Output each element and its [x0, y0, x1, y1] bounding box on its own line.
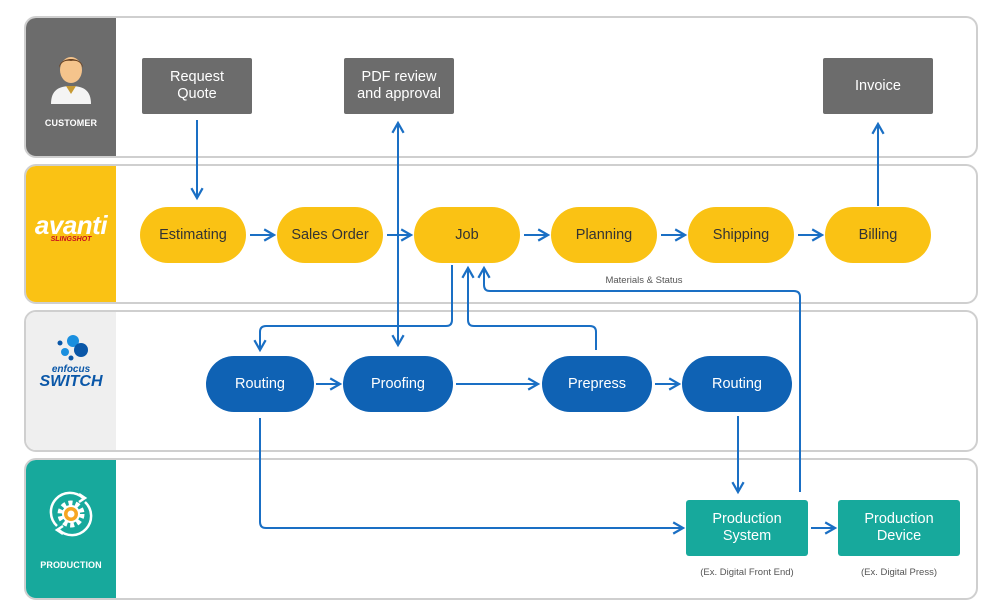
shipping-node: Shipping: [688, 207, 794, 263]
lane-switch: enfocus SWITCH: [24, 310, 978, 452]
production-system-example: (Ex. Digital Front End): [700, 567, 794, 578]
lane-avanti-sidebar: avanti SLINGSHOT: [26, 166, 116, 302]
avanti-logo-subtext: SLINGSHOT: [50, 236, 92, 243]
switch-logo-text: SWITCH: [39, 373, 103, 390]
lane-switch-sidebar: enfocus SWITCH: [26, 312, 116, 450]
person-icon: [51, 57, 91, 104]
enfocus-dots-icon: [57, 335, 88, 361]
pdf-review-box: PDF review and approval: [344, 58, 454, 114]
avanti-logo-text: avanti: [34, 210, 108, 240]
materials-status-label: Materials & Status: [605, 275, 683, 286]
routing-node-1: Routing: [206, 356, 314, 412]
lane-production: PRODUCTION: [24, 458, 978, 600]
lane-production-sidebar: PRODUCTION: [26, 460, 116, 598]
enfocus-switch-logo: enfocus SWITCH: [36, 334, 106, 390]
estimating-node: Estimating: [140, 207, 246, 263]
proofing-node: Proofing: [343, 356, 453, 412]
production-system-box: Production System: [686, 500, 808, 556]
lane-production-label: PRODUCTION: [40, 560, 102, 570]
job-node: Job: [414, 207, 520, 263]
billing-node: Billing: [825, 207, 931, 263]
avanti-logo: avanti SLINGSHOT: [30, 210, 112, 243]
sales-order-node: Sales Order: [277, 207, 383, 263]
lane-customer-sidebar: CUSTOMER: [26, 18, 116, 156]
production-device-box: Production Device: [838, 500, 960, 556]
lane-customer-label: CUSTOMER: [44, 118, 98, 128]
gear-cycle-icon: [49, 491, 93, 537]
prepress-node: Prepress: [542, 356, 652, 412]
enfocus-logo-text: enfocus: [51, 364, 91, 375]
production-device-example: (Ex. Digital Press): [860, 567, 938, 578]
planning-node: Planning: [551, 207, 657, 263]
invoice-box: Invoice: [823, 58, 933, 114]
request-quote-box: Request Quote: [142, 58, 252, 114]
routing-node-2: Routing: [682, 356, 792, 412]
